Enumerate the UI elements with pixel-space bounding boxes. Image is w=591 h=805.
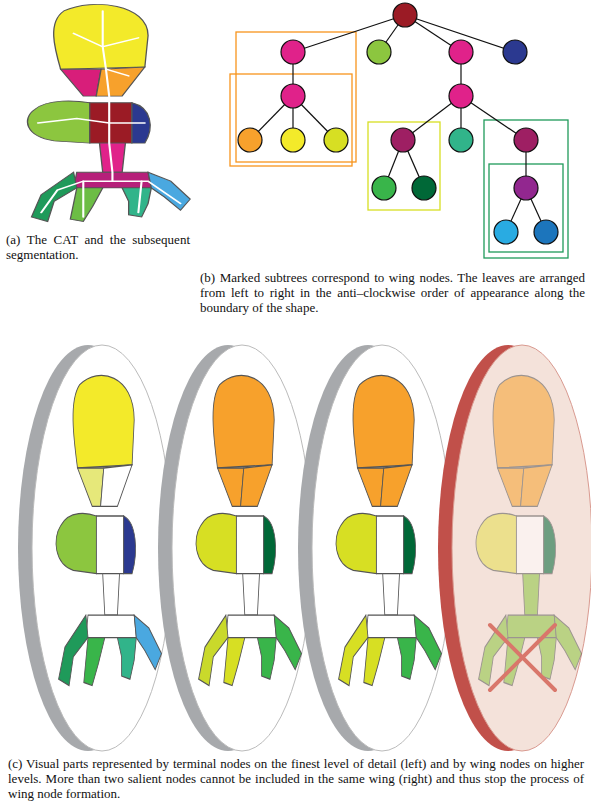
subfigure-caption: (c) Visual parts represented by terminal… [8, 756, 584, 801]
subfigure-caption: (a) The CAT and the subsequent segmentat… [6, 232, 190, 262]
tree-diagram [230, 3, 568, 258]
level-disks [18, 345, 591, 751]
segmented-shape [27, 4, 190, 221]
subfigure-caption: (b) Marked subtrees correspond to wing n… [200, 270, 585, 315]
